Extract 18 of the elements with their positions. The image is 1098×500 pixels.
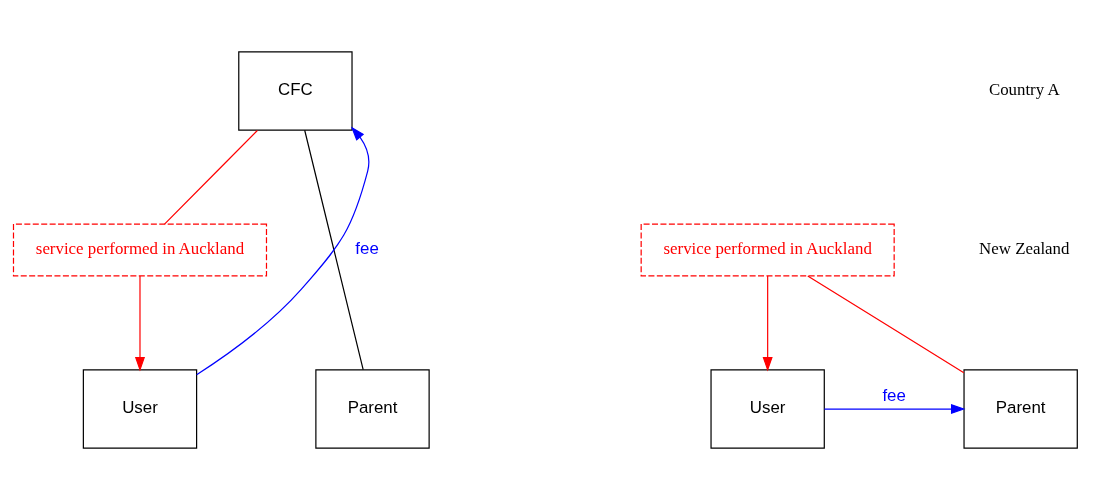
node-box: User bbox=[82, 369, 198, 449]
node-box: User bbox=[710, 369, 825, 449]
label: New Zealand bbox=[979, 239, 1070, 259]
node-box: Parent bbox=[963, 369, 1078, 449]
arrow bbox=[823, 403, 966, 415]
arrow bbox=[134, 275, 146, 372]
node-box: CFC bbox=[238, 51, 353, 131]
arrow bbox=[762, 275, 773, 372]
edge-label: fee bbox=[882, 385, 906, 405]
arrow bbox=[196, 126, 370, 376]
label: Country A bbox=[988, 80, 1060, 100]
connector bbox=[807, 275, 965, 374]
node-box: service performed in Auckland bbox=[12, 223, 268, 277]
node-box: service performed in Auckland bbox=[640, 223, 895, 277]
connector bbox=[163, 129, 258, 225]
node-box: Parent bbox=[315, 369, 430, 449]
edge-label: fee bbox=[355, 239, 379, 259]
connector bbox=[304, 129, 364, 371]
